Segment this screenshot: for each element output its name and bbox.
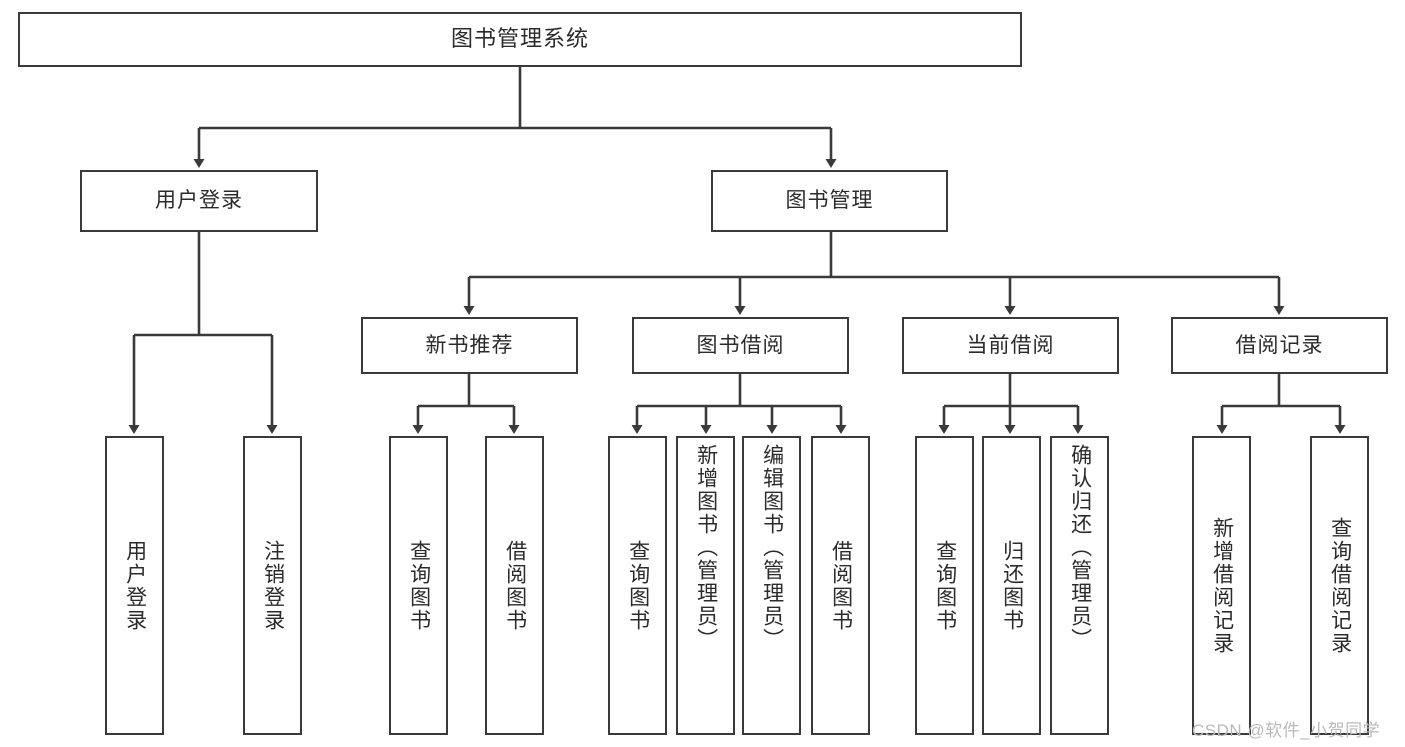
node-book-borrow[interactable]: 图书借阅 [632,317,849,374]
leaf-logout-login[interactable]: 注销登录 [243,436,302,735]
leaf-borrow-book[interactable]: 借阅图书 [811,436,870,735]
leaf-query-book-recommend[interactable]: 查询图书 [389,436,448,735]
leaf-return-book[interactable]: 归还图书 [982,436,1041,735]
node-root-library-system[interactable]: 图书管理系统 [18,12,1022,67]
leaf-borrow-book-recommend[interactable]: 借阅图书 [485,436,544,735]
leaf-edit-book-admin[interactable]: 编辑图书（管理员） [742,436,801,735]
leaf-user-login[interactable]: 用户登录 [105,436,164,735]
node-user-login[interactable]: 用户登录 [80,170,318,232]
leaf-confirm-return-admin[interactable]: 确认归还（管理员） [1050,436,1109,735]
leaf-query-book-current[interactable]: 查询图书 [915,436,974,735]
node-new-book-recommend[interactable]: 新书推荐 [361,317,578,374]
leaf-query-book-borrow[interactable]: 查询图书 [608,436,667,735]
node-book-management[interactable]: 图书管理 [711,170,948,232]
node-borrow-record[interactable]: 借阅记录 [1171,317,1388,374]
node-current-borrow[interactable]: 当前借阅 [902,317,1119,374]
csdn-watermark: CSDN @软件_小贺同学 [1192,721,1381,740]
leaf-query-borrow-record[interactable]: 查询借阅记录 [1310,436,1369,735]
leaf-add-borrow-record[interactable]: 新增借阅记录 [1192,436,1251,735]
leaf-add-book-admin[interactable]: 新增图书（管理员） [676,436,735,735]
